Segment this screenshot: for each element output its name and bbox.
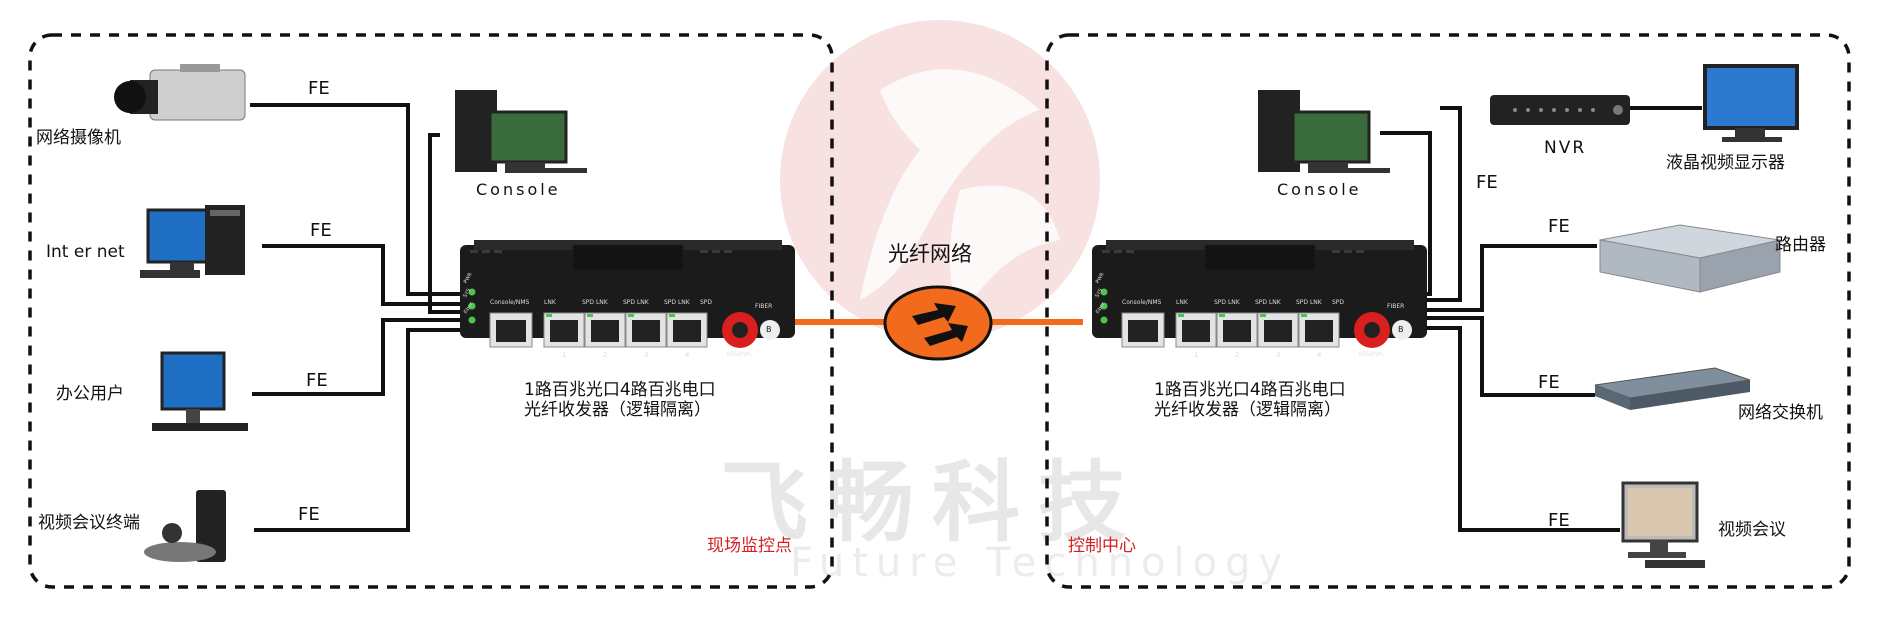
- network-switch-icon: [1594, 367, 1751, 410]
- nvr-icon: [1490, 95, 1630, 125]
- port-number: 4: [685, 351, 690, 359]
- video-conference-pc-icon: [1621, 481, 1705, 568]
- port-number: 2: [1235, 351, 1240, 359]
- link-label-fe: FE: [310, 220, 332, 241]
- device-label-video-conference-terminal: 视频会议终端: [38, 513, 140, 533]
- fiber-network-label: 光纤网络: [888, 242, 972, 266]
- wavelength-label: 1550nm: [726, 351, 751, 358]
- port-header-spd-lnk: SPD LNK: [623, 299, 649, 306]
- link-label-fe: FE: [308, 78, 330, 99]
- device-label-ip-camera: 网络摄像机: [36, 128, 121, 148]
- left-console-pc-icon: [455, 90, 587, 173]
- fiber-port-label: FIBER: [755, 303, 773, 310]
- fiber-port-label: FIBER: [1387, 303, 1405, 310]
- office-user-pc-icon: [152, 351, 248, 431]
- watermark-chinese: 飞畅科技: [720, 451, 1145, 554]
- link-label-fe: FE: [1538, 372, 1560, 393]
- port-header-spd-lnk: SPD LNK: [1255, 299, 1281, 306]
- fiber-connector-label: B: [766, 325, 772, 334]
- wavelength-label: 1550nm: [1358, 351, 1383, 358]
- left-transceiver: [460, 240, 795, 348]
- port-number: 1: [1194, 351, 1199, 359]
- port-header-spd-lnk: SPD LNK: [582, 299, 608, 306]
- fiber-connector-label: B: [1398, 325, 1404, 334]
- port-number: 2: [603, 351, 608, 359]
- link-label-fe: FE: [1548, 510, 1570, 531]
- port-number: 3: [1276, 351, 1281, 359]
- port-number: 3: [644, 351, 649, 359]
- port-header-lnk: LNK: [1176, 299, 1188, 306]
- device-label-network-switch: 网络交换机: [1738, 403, 1823, 423]
- right-transceiver-caption-line1: 1路百兆光口4路百兆电口: [1154, 380, 1346, 400]
- console-port-label: Console/NMS: [490, 299, 530, 306]
- right-console-pc-icon: [1258, 90, 1390, 173]
- nvr-label: NVR: [1544, 138, 1587, 158]
- port-header-spd-lnk: SPD LNK: [1296, 299, 1322, 306]
- console-port-label: Console/NMS: [1122, 299, 1162, 306]
- link-label-fe: FE: [1548, 216, 1570, 237]
- device-label-internet: Int er net: [46, 242, 125, 262]
- link-label-fe: FE: [306, 370, 328, 391]
- nvr-link-label: FE: [1476, 172, 1498, 193]
- port-number: 1: [562, 351, 567, 359]
- right-site-boundary: [1045, 33, 1851, 589]
- left-cables: [250, 103, 460, 532]
- right-transceiver: [1092, 240, 1427, 348]
- link-label-fe: FE: [298, 504, 320, 525]
- fiber-arrows-icon: [912, 303, 968, 346]
- right-console-label: Console: [1277, 180, 1362, 199]
- monitor-label: 液晶视频显示器: [1666, 153, 1785, 173]
- device-label-office-user: 办公用户: [56, 384, 124, 404]
- left-console-label: Console: [476, 180, 561, 199]
- ip-camera-icon: [114, 64, 246, 121]
- right-site-label: 控制中心: [1068, 536, 1136, 556]
- right-cables: [1380, 106, 1702, 532]
- internet-pc-icon: [140, 205, 245, 278]
- port-header-spd: SPD: [1332, 299, 1345, 306]
- port-number: 4: [1317, 351, 1322, 359]
- watermark-english: Future Technology: [790, 540, 1291, 586]
- left-transceiver-caption-line2: 光纤收发器（逻辑隔离）: [524, 400, 711, 420]
- video-conference-terminal-icon: [144, 490, 226, 562]
- lcd-monitor-icon: [1703, 64, 1799, 142]
- port-header-lnk: LNK: [544, 299, 556, 306]
- router-icon: [1599, 224, 1781, 293]
- right-transceiver-caption-line2: 光纤收发器（逻辑隔离）: [1154, 400, 1341, 420]
- left-site-boundary: [28, 33, 834, 589]
- port-header-spd: SPD: [700, 299, 713, 306]
- port-header-spd-lnk: SPD LNK: [1214, 299, 1240, 306]
- port-header-spd-lnk: SPD LNK: [664, 299, 690, 306]
- left-site-label: 现场监控点: [707, 536, 792, 556]
- left-transceiver-caption-line1: 1路百兆光口4路百兆电口: [524, 380, 716, 400]
- device-label-router: 路由器: [1775, 235, 1826, 255]
- device-label-video-conference: 视频会议: [1718, 520, 1786, 540]
- fiber-network-ellipse: [883, 285, 993, 361]
